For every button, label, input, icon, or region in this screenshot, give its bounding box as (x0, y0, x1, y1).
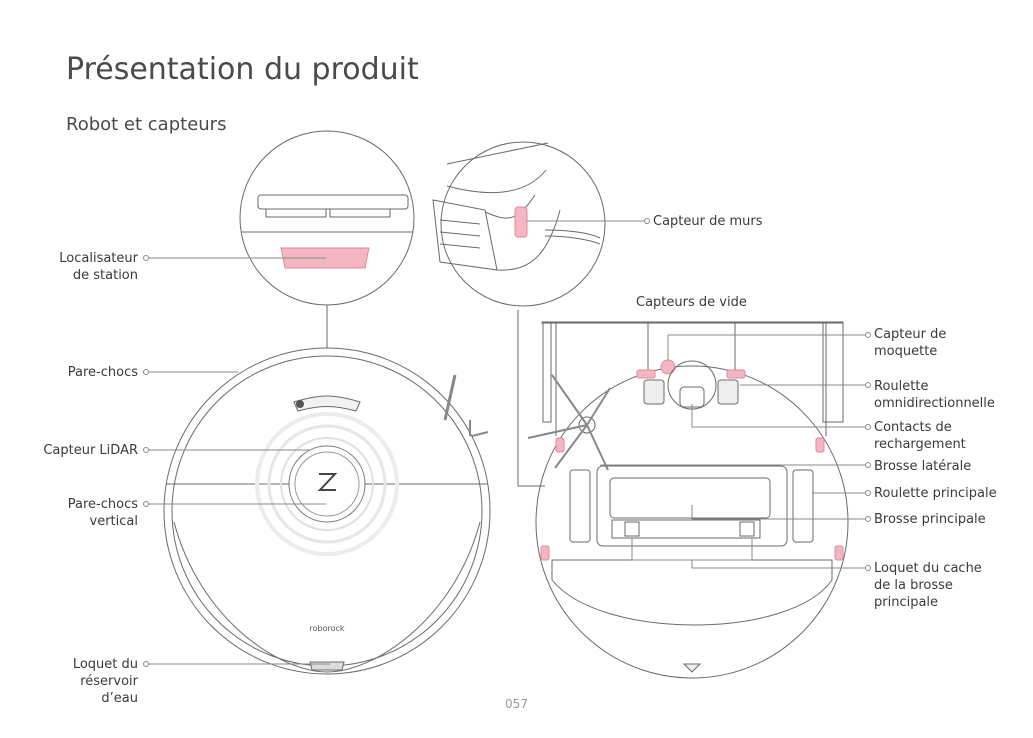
brand-logo: roborock (309, 624, 344, 633)
robot-top-view (163, 305, 491, 675)
label-cliff-sensors: Capteurs de vide (636, 295, 747, 310)
label-carpet-sensor: Capteur de moquette (874, 327, 947, 359)
label-main-wheel: Roulette principale (874, 486, 997, 501)
label-side-brush: Brosse latérale (874, 459, 972, 474)
label-wall-sensor: Capteur de murs (653, 214, 763, 229)
label-main-brush: Brosse principale (874, 512, 986, 527)
robot-bottom-view (517, 310, 849, 679)
label-omni-wheel: Roulette omnidirectionnelle (874, 379, 995, 411)
label-lidar-sensor: Capteur LiDAR (43, 443, 138, 458)
page-number: 057 (505, 697, 528, 711)
zoom-station-locator (239, 130, 415, 306)
page-title: Présentation du produit (66, 52, 419, 87)
label-station-locator: Localisateur de station (59, 251, 138, 283)
label-main-brush-cover-latch: Loquet du cache de la brosse principale (874, 561, 982, 610)
zoom-wall-sensor (432, 141, 606, 307)
label-water-tank-latch: Loquet du réservoir d’eau (72, 657, 138, 706)
label-bumper: Pare-chocs (67, 365, 138, 380)
section-subtitle: Robot et capteurs (66, 114, 227, 135)
label-charging-contacts: Contacts de rechargement (874, 420, 966, 452)
label-vertical-bumper: Pare-chocs vertical (67, 497, 138, 529)
